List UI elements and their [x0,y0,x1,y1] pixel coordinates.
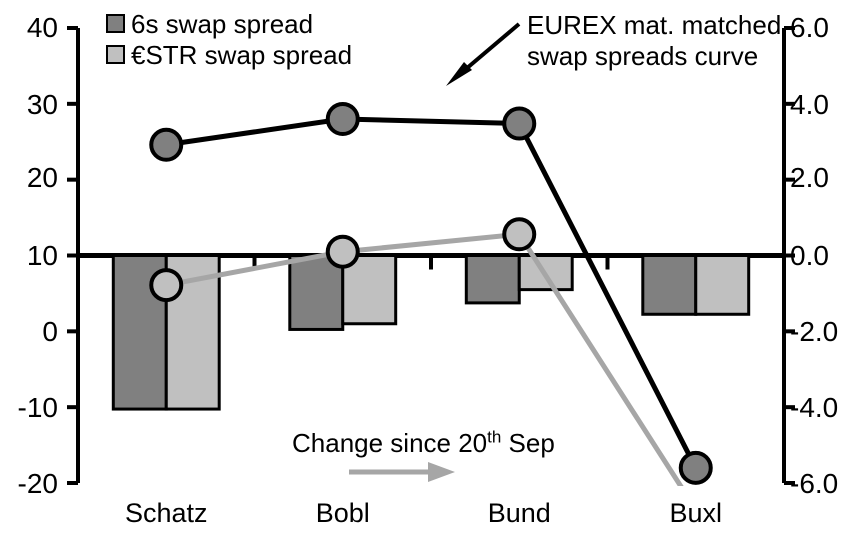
change-annotation-prefix: Change since 20 [292,428,488,458]
right-axis-tick-label: -6.0 [790,468,839,499]
curve-annotation: EUREX mat. matched swap spreads curve [527,10,781,72]
bar [694,254,751,316]
left-axis-tick-label: 20 [26,162,58,193]
curve-annotation-arrowhead [446,62,472,86]
series-marker [149,268,184,303]
x-axis-category-label: Bobl [315,498,370,528]
right-axis-tick-label: 0.0 [790,240,829,271]
annotation-arrows-layer [349,22,521,482]
x-axis-category-label: Buxl [669,498,723,528]
bar [641,254,698,316]
bar [341,254,398,326]
legend-item-6s-swap-spread: 6s swap spread [106,8,352,39]
series-marker [502,106,537,141]
change-annotation-suffix: Sep [501,428,555,458]
legend: 6s swap spread €STR swap spread [106,8,352,70]
series-marker [502,217,537,252]
legend-item-label: €STR swap spread [131,39,353,70]
left-axis-tick-label: 10 [26,240,58,271]
left-axis-tick-label: 40 [26,12,58,43]
change-annotation: Change since 20th Sep [292,428,555,459]
series-marker [325,234,360,269]
right-axis-tick-label: -2.0 [790,316,839,347]
series-line [165,116,698,469]
curve-annotation-arrow [458,22,521,76]
series-marker [678,450,713,485]
bar [464,254,521,305]
change-annotation-arrowhead [428,462,455,482]
series-marker [325,102,360,136]
series-markers-layer [149,102,713,485]
series-lines-layer [165,116,698,486]
right-axis-tick-label: 4.0 [790,89,829,120]
right-axis-tick-label: 2.0 [790,162,829,193]
left-axis-tick-label: -20 [17,468,58,499]
right-axis-tick-label: 6.0 [790,12,829,43]
left-axis-tick-label: 30 [26,89,58,120]
legend-swatch-icon [106,45,125,64]
curve-annotation-line2: swap spreads curve [527,41,759,71]
x-axis-category-label: Schatz [124,498,208,528]
series-marker [149,127,184,162]
legend-item-label: 6s swap spread [131,8,314,39]
series-line [165,231,684,486]
change-annotation-superscript: th [487,427,502,447]
x-axis-category-label: Bund [487,498,551,528]
left-axis-tick-label: -10 [17,392,58,423]
right-axis-tick-label: -4.0 [790,392,839,423]
legend-item-estr-swap-spread: €STR swap spread [106,39,352,70]
left-axis-tick-label: 0 [42,316,58,347]
legend-swatch-icon [106,14,125,33]
curve-annotation-line1: EUREX mat. matched [527,10,782,40]
